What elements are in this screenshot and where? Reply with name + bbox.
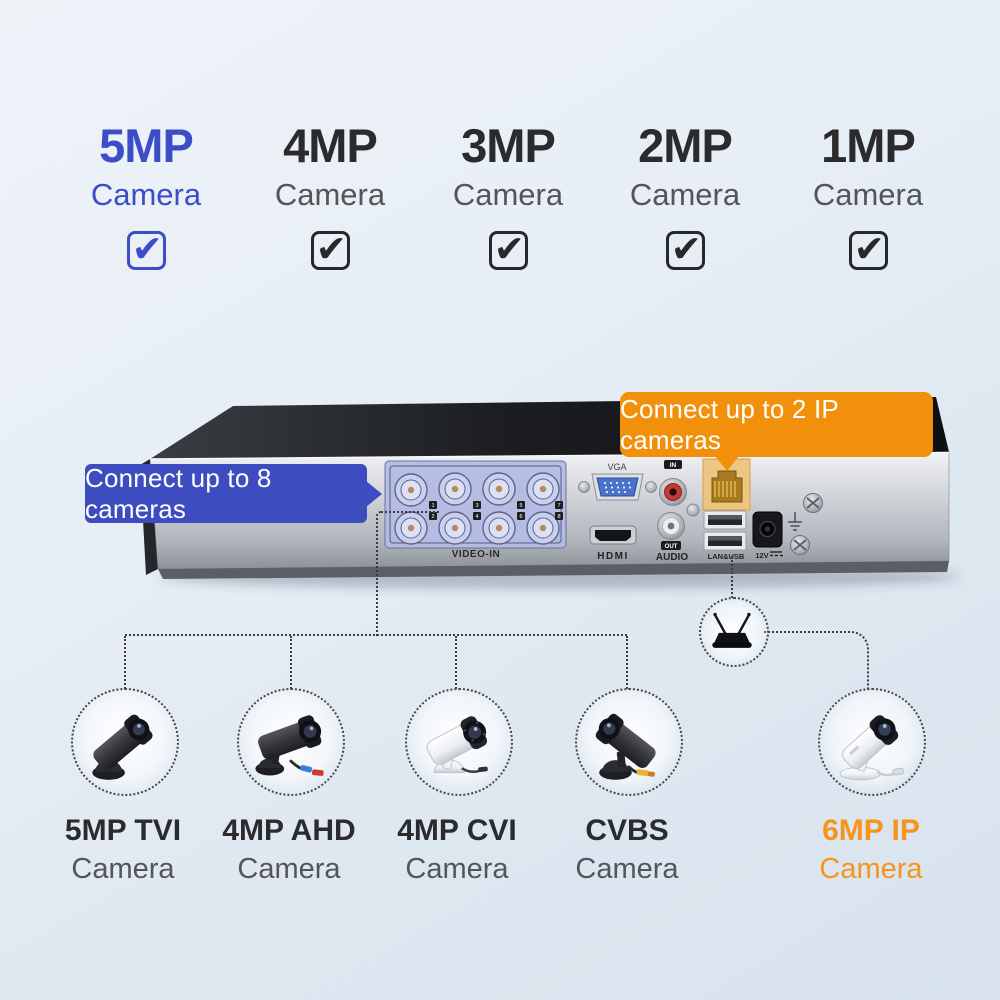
camera-label-cvbs: CVBS Camera [535, 814, 719, 884]
camera-label-ahd: 4MP AHD Camera [197, 814, 381, 884]
connector-drop-tvi [124, 636, 126, 689]
svg-text:5: 5 [519, 503, 522, 509]
checkbox-4mp[interactable]: ✔ [310, 227, 350, 270]
resolution-option-4mp: 4MP Camera ✔ [248, 122, 412, 275]
router-icon [712, 612, 752, 648]
bullet-camera-icon [839, 715, 905, 781]
hdmi-label: HDMI [597, 551, 629, 562]
svg-text:1: 1 [431, 503, 434, 509]
checkmark-icon: ✔ [315, 227, 347, 269]
video-in-label: VIDEO-IN [452, 549, 500, 560]
svg-text:6: 6 [519, 514, 522, 520]
camera-node-cvbs [575, 688, 683, 796]
camera-name: 4MP CVI [397, 814, 517, 847]
checkbox-3mp[interactable]: ✔ [488, 227, 528, 270]
camera-node-ahd [237, 688, 345, 796]
audio-out-port: OUT AUDIO [656, 503, 700, 563]
resolution-label: 4MP [283, 119, 378, 172]
resolution-sublabel: Camera [629, 177, 741, 212]
audio-in-label: IN [670, 462, 677, 469]
bullet-camera-icon [595, 713, 656, 780]
camera-sublabel: Camera [575, 853, 679, 885]
screw-icon [686, 503, 700, 517]
video-in-panel: 1 2 3 4 5 6 7 8 VIDEO-IN [384, 460, 567, 560]
bullet-camera-icon [255, 715, 324, 776]
camera-name: 4MP AHD [222, 814, 356, 847]
camera-name: 5MP TVI [64, 814, 182, 847]
connector-drop-ahd [290, 636, 292, 689]
bnc-connectors [394, 472, 560, 545]
resolution-option-1mp: 1MP Camera ✔ [786, 122, 950, 275]
vga-port: VGA [578, 462, 657, 501]
connector-drop-cvbs [626, 636, 628, 689]
resolution-label: 1MP [821, 119, 916, 172]
vga-label: VGA [607, 462, 626, 472]
screw-icon [645, 481, 657, 493]
ip-callout: Connect up to 2 IP cameras [620, 392, 933, 471]
lan-usb-label: LAN&USB [708, 552, 745, 561]
camera-name: CVBS [585, 814, 669, 847]
dc-symbol-icon [770, 551, 783, 557]
camera-sublabel: Camera [237, 853, 341, 885]
screw-icon [790, 493, 823, 555]
bnc-channel-numbers: 1 2 3 4 5 6 7 8 [429, 501, 563, 520]
camera-node-ip [818, 688, 926, 796]
router-node [699, 597, 769, 667]
bullet-camera-icon [92, 714, 153, 780]
analog-callout-text: Connect up to 8 cameras [85, 462, 272, 524]
camera-sublabel: Camera [405, 853, 509, 885]
checkbox-2mp[interactable]: ✔ [665, 227, 705, 270]
connector-drop-cvi [455, 636, 457, 689]
camera-label-cvi: 4MP CVI Camera [365, 814, 549, 884]
checkmark-icon: ✔ [131, 227, 163, 269]
camera-sublabel: Camera [71, 853, 175, 885]
usb-ports: LAN&USB [703, 510, 747, 561]
camera-node-cvi [405, 688, 513, 796]
resolution-sublabel: Camera [812, 177, 924, 212]
svg-text:3: 3 [475, 503, 478, 509]
checkmark-icon: ✔ [853, 227, 885, 269]
power-port: 12V [752, 511, 783, 560]
camera-label-ip: 6MP IP Camera [779, 814, 963, 884]
svg-text:7: 7 [557, 503, 560, 509]
checkbox-5mp[interactable]: ✔ [126, 227, 166, 270]
audio-label: AUDIO [656, 552, 688, 563]
checkbox-1mp[interactable]: ✔ [848, 227, 888, 270]
resolution-option-2mp: 2MP Camera ✔ [603, 122, 767, 275]
audio-in-port: IN [659, 460, 687, 506]
ip-callout-text: Connect up to 2 IP cameras [620, 393, 839, 455]
resolution-label: 5MP [99, 119, 194, 172]
checkmark-icon: ✔ [493, 227, 525, 269]
svg-text:8: 8 [557, 514, 560, 520]
connector-videoin-down [376, 511, 440, 637]
resolution-sublabel: Camera [90, 177, 202, 212]
hdmi-port: HDMI [589, 525, 637, 562]
bullet-camera-icon [426, 716, 488, 774]
connector-router-to-ip [764, 631, 869, 690]
connector-lan-to-router [731, 556, 733, 598]
ground-icon [788, 512, 802, 531]
camera-label-tvi: 5MP TVI Camera [31, 814, 215, 884]
screw-icon [578, 481, 590, 493]
resolution-label: 3MP [461, 119, 556, 172]
resolution-option-5mp: 5MP Camera ✔ [64, 122, 228, 275]
resolution-option-3mp: 3MP Camera ✔ [426, 122, 590, 275]
analog-callout: Connect up to 8 cameras [85, 462, 367, 524]
power-label: 12V [755, 551, 768, 560]
audio-out-label: OUT [665, 544, 678, 550]
dvr-bottom-edge [158, 561, 949, 579]
resolution-label: 2MP [638, 119, 733, 172]
checkmark-icon: ✔ [670, 227, 702, 269]
resolution-sublabel: Camera [452, 177, 564, 212]
svg-text:2: 2 [431, 514, 434, 520]
svg-text:4: 4 [475, 514, 478, 520]
camera-sublabel: Camera [819, 853, 923, 885]
resolution-sublabel: Camera [274, 177, 386, 212]
connector-main-horizontal [125, 634, 627, 636]
camera-name: 6MP IP [822, 814, 920, 847]
camera-node-tvi [71, 688, 179, 796]
